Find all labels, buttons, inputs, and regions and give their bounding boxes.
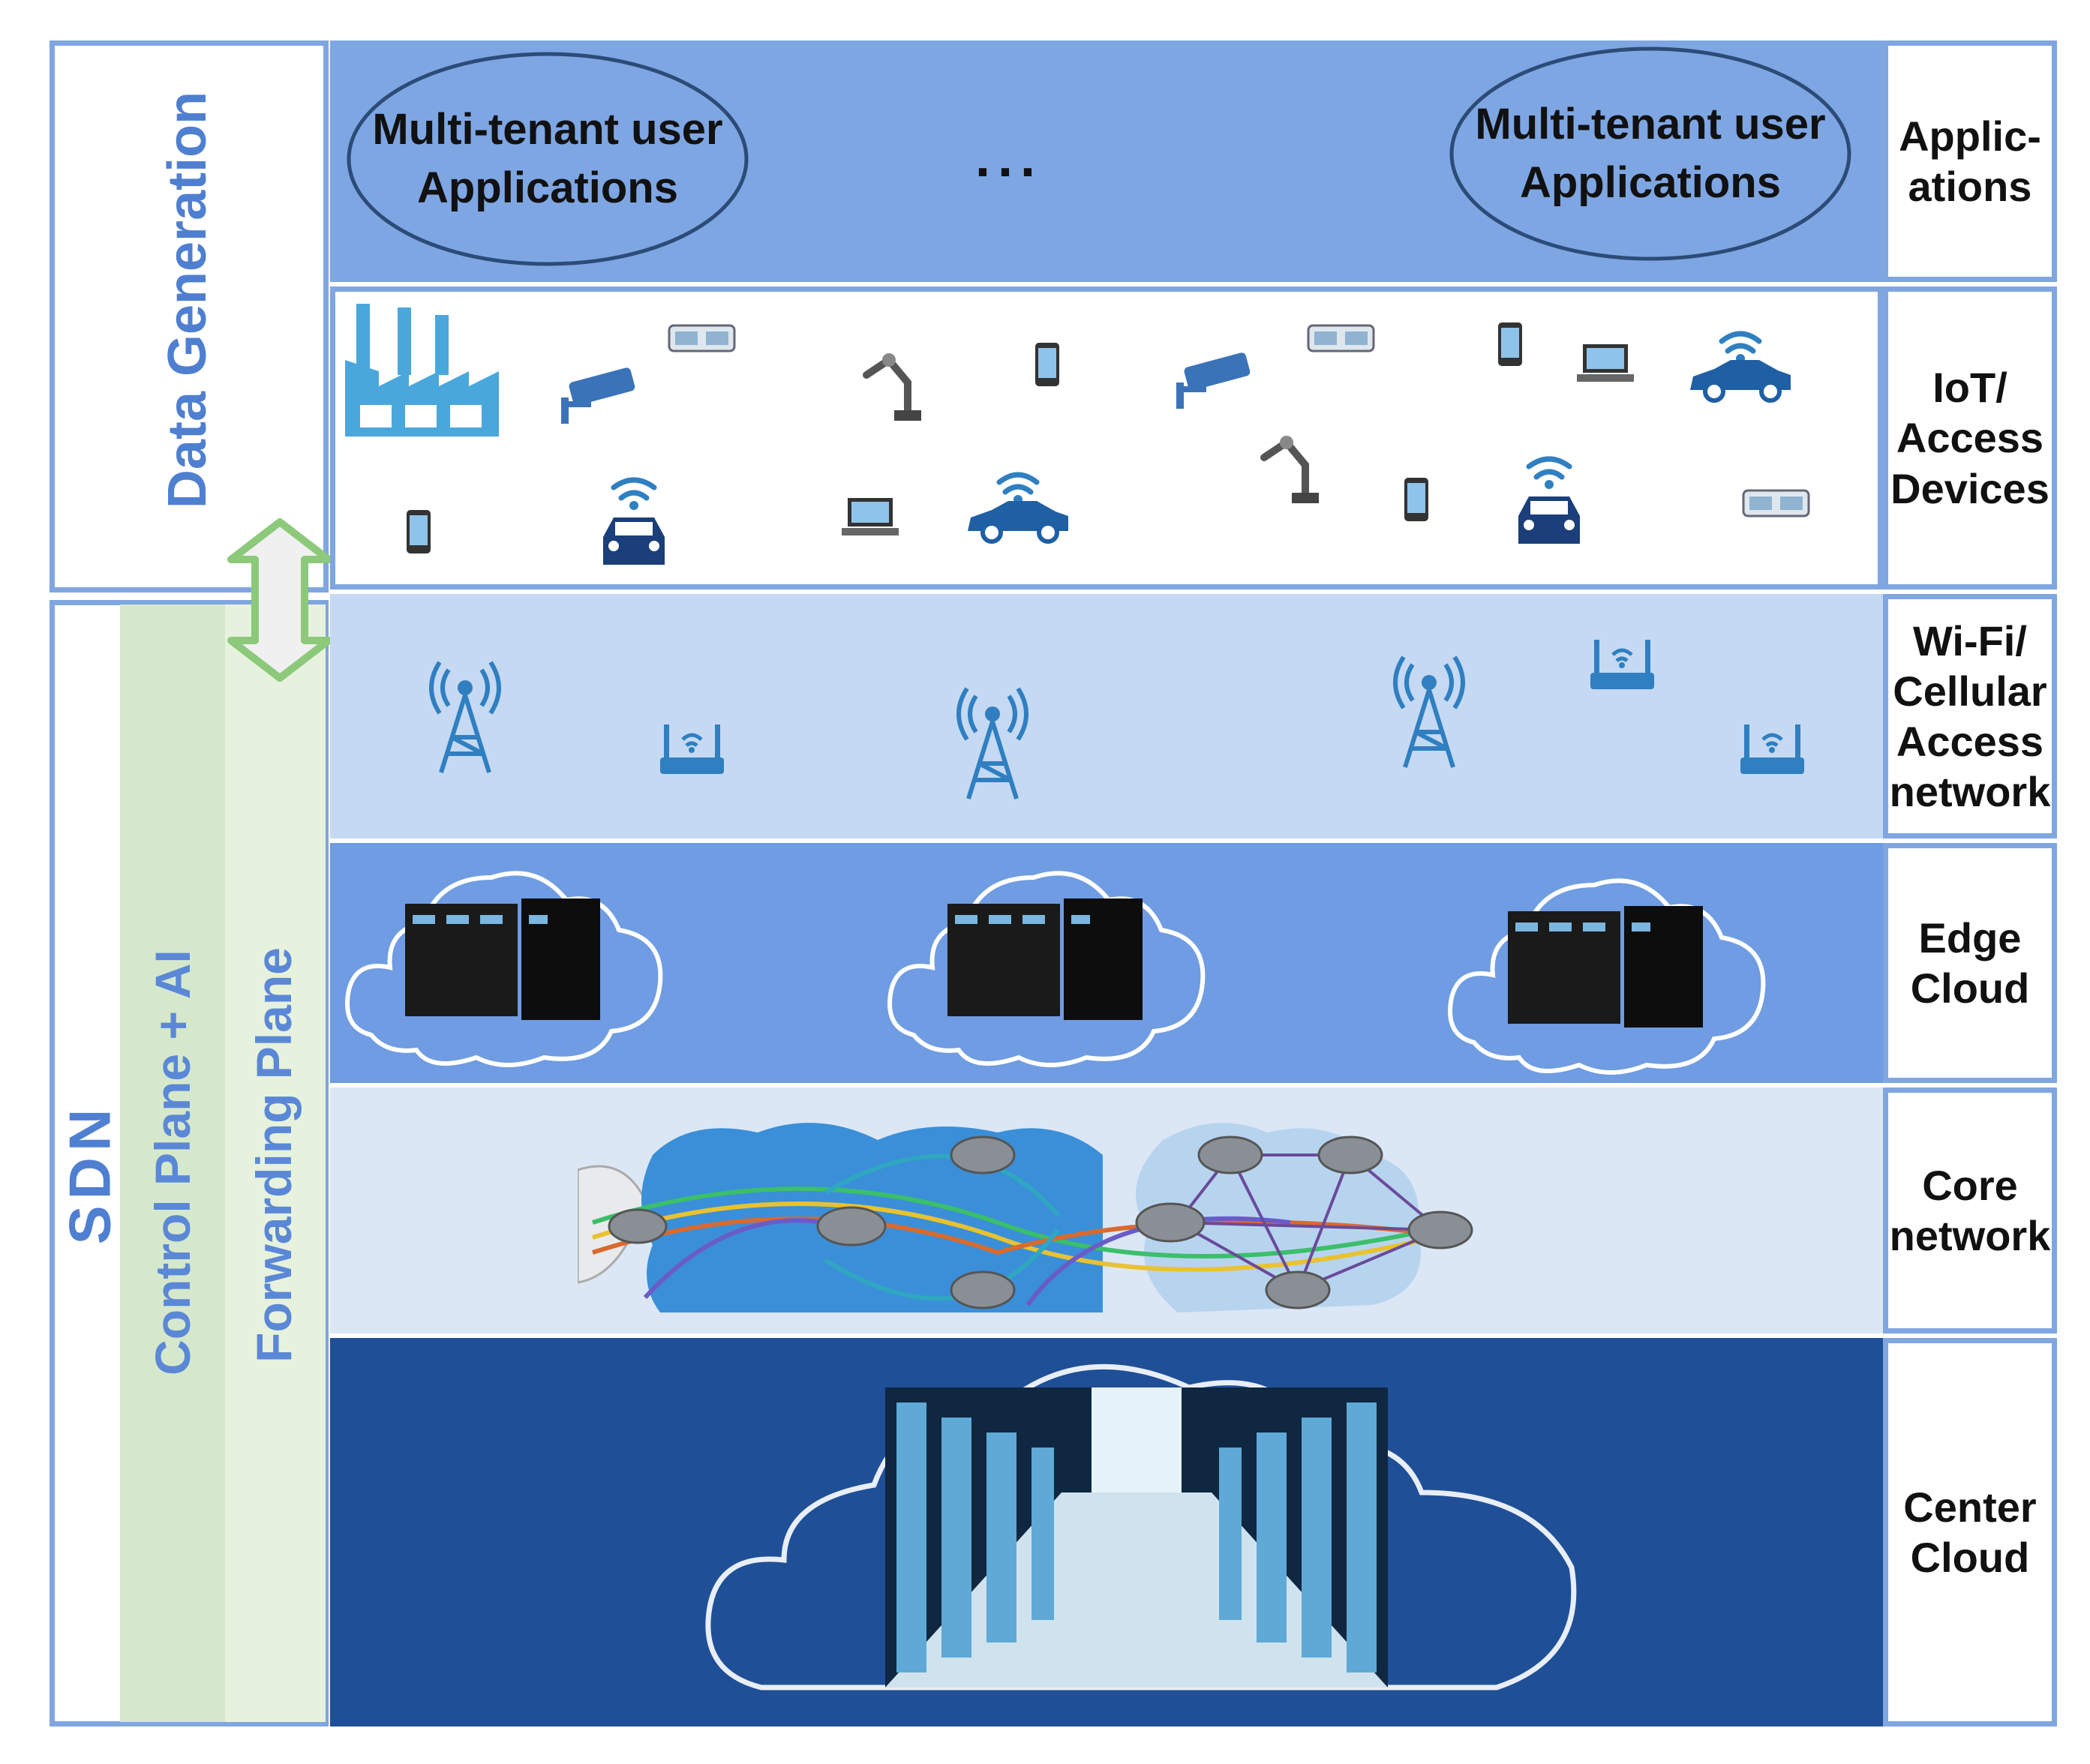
server-rack-icon: [405, 898, 600, 1020]
server-rack-icon: [1508, 906, 1703, 1028]
wifi-router-icon: [1740, 724, 1804, 774]
vr-glasses-icon: [1742, 489, 1810, 518]
connected-car-icon: [1690, 331, 1791, 403]
smartphone-icon: [1404, 478, 1428, 521]
edge-cloud-icon: [345, 871, 663, 1067]
connected-car-icon: [603, 477, 665, 565]
cell-tower-icon: [956, 687, 1028, 800]
label-applications: Applic- ations: [1883, 40, 2057, 282]
camera-icon: [561, 368, 635, 424]
access-network-band: [330, 594, 1883, 838]
smartphone-icon: [407, 510, 431, 554]
forwarding-plane-strip: [225, 604, 326, 1722]
core-network-graphic: [578, 1123, 1473, 1312]
wifi-router-icon: [1590, 640, 1654, 689]
connected-car-icon: [968, 472, 1068, 544]
wifi-router-icon: [660, 724, 724, 774]
edge-cloud-icon: [1448, 878, 1766, 1075]
router-icon: [608, 1136, 1473, 1310]
connected-car-icon: [1518, 456, 1580, 544]
data-generation-panel: [50, 40, 329, 592]
tenant-left-label: Multi-tenant user Applications: [372, 104, 723, 212]
tenant-right-label: Multi-tenant user Applications: [1475, 99, 1826, 207]
label-iot-access-devices: IoT/ Access Devices: [1883, 286, 2057, 590]
control-plane-label: Control Plane + AI: [145, 950, 200, 1376]
camera-icon: [1176, 352, 1251, 409]
label-edge-cloud: Edge Cloud: [1883, 843, 2057, 1083]
sdn-label: SDN: [56, 1102, 123, 1245]
datacenter-aisle-icon: [885, 1388, 1388, 1688]
control-plane-strip: [120, 604, 225, 1722]
vr-glasses-icon: [668, 324, 736, 352]
data-generation-label: Data Generation: [158, 91, 218, 509]
robot-arm-icon: [1260, 436, 1319, 503]
label-center-cloud: Center Cloud: [1883, 1338, 2057, 1726]
label-core-network: Core network: [1883, 1088, 2057, 1334]
center-cloud-icon: [705, 1364, 1577, 1690]
label-access-network: Wi-Fi/ Cellular Access network: [1883, 594, 2057, 838]
forwarding-plane-label: Forwarding Plane: [246, 947, 302, 1363]
server-rack-icon: [947, 898, 1143, 1020]
tenant-ellipse-right: [1449, 46, 1851, 261]
cell-tower-icon: [429, 661, 501, 773]
edge-cloud-icon: [887, 871, 1206, 1067]
factory-icon: [345, 304, 499, 436]
iot-devices-band: [330, 286, 1883, 590]
cell-tower-icon: [1393, 656, 1465, 768]
laptop-icon: [842, 498, 899, 536]
smartphone-icon: [1498, 322, 1522, 366]
vr-glasses-icon: [1307, 324, 1375, 352]
laptop-icon: [1577, 344, 1634, 382]
double-arrow-icon: [227, 518, 332, 682]
ellipsis: ...: [975, 128, 1043, 188]
tenant-ellipse-left: [347, 52, 749, 266]
smartphone-icon: [1035, 343, 1059, 386]
robot-arm-icon: [863, 353, 921, 421]
